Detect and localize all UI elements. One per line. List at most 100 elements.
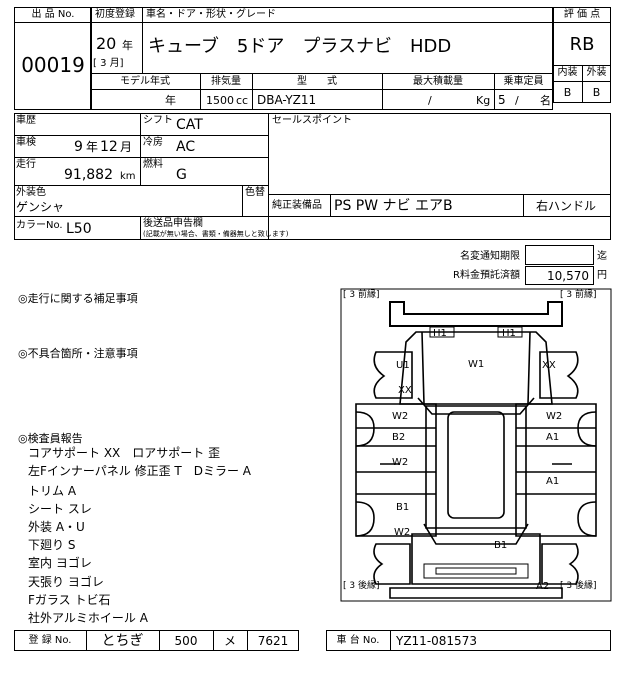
mark-b2: B2 <box>392 432 406 443</box>
recycle-label: R料金預託済額 <box>453 270 520 281</box>
corner-rear-right: [ 3 後縁] <box>560 581 597 591</box>
report-line: 天張り ヨゴレ <box>28 575 104 589</box>
report-line: Fガラス トビ石 <box>28 593 111 607</box>
lot-box <box>14 7 92 110</box>
shift-value: CAT <box>176 117 203 133</box>
lot-number: 00019 <box>21 53 85 77</box>
steering-value: 右ハンドル <box>536 199 597 213</box>
inspector-title: ◎検査員報告 <box>18 432 83 445</box>
inspection-month-unit: 月 <box>120 140 133 154</box>
mark-w2-left-bottom: W2 <box>394 527 411 538</box>
overall-score: RB <box>569 34 595 55</box>
exterior-grade: B <box>592 86 601 99</box>
car-outline-drawing <box>340 288 612 602</box>
registration-region: とちぎ <box>101 633 144 649</box>
name-change-label: 名変通知期限 <box>460 251 520 262</box>
mark-a1-right-top: A1 <box>546 432 560 443</box>
ext-color-value: ゲンシャ <box>16 200 65 214</box>
first-reg-year: 20 <box>96 34 117 53</box>
corner-front-right: [ 3 前縁] <box>560 290 597 300</box>
corner-front-left: [ 3 前縁] <box>343 290 380 300</box>
mark-xx-right: XX <box>542 360 556 371</box>
mark-h1-left: H1 <box>433 328 447 339</box>
color-no-value: L50 <box>66 221 92 237</box>
inspection-month: 12 <box>100 139 118 155</box>
mileage-value: 91,882 <box>64 167 113 183</box>
displacement-unit: cc <box>236 94 249 107</box>
report-line: 社外アルミホイール A <box>28 611 148 625</box>
mark-xx-left: XX <box>398 385 412 396</box>
registration-box <box>14 630 299 651</box>
equipment-value: PS PW ナビ エアB <box>334 198 453 214</box>
mark-a2: A2 <box>536 581 550 592</box>
car-name-label: 車名・ドア・形状・グレード <box>146 9 276 20</box>
capacity-unit: 名 <box>540 94 551 107</box>
inspection-year: 9 <box>74 139 83 155</box>
report-line: シート スレ <box>28 502 92 516</box>
mark-w2-left-top: W2 <box>392 411 409 422</box>
load-slash: / <box>428 94 432 107</box>
color-no-label: カラーNo. <box>16 220 63 231</box>
equipment-label: 純正装備品 <box>272 200 322 211</box>
name-change-unit: 迄 <box>597 251 607 262</box>
name-box <box>90 7 553 110</box>
shift-label: シフト <box>143 115 173 126</box>
chassis-number: YZ11-081573 <box>396 634 477 648</box>
first-reg-month: [ 3 月] <box>93 58 124 69</box>
load-unit: Kg <box>476 94 491 107</box>
fuel-value: G <box>176 167 187 183</box>
mark-b1-left: B1 <box>396 502 410 513</box>
report-line: トリム A <box>28 484 77 498</box>
model-code: DBA-YZ11 <box>257 93 317 107</box>
capacity-value: 5 <box>498 93 506 107</box>
recycle-unit: 円 <box>597 270 607 281</box>
chassis-box <box>326 630 611 651</box>
report-line: 下廻り S <box>28 538 76 552</box>
displacement-value: 1500 <box>206 94 234 107</box>
mileage-unit: km <box>120 171 136 182</box>
mark-w1: W1 <box>468 359 485 370</box>
report-line: 室内 ヨゴレ <box>28 556 92 570</box>
driving-notes-title: ◎走行に関する補足事項 <box>18 292 138 305</box>
docs-note: (記載が無い場合、書類・備器無しと致します) <box>143 230 289 238</box>
color-change-label: 色替 <box>245 187 265 198</box>
report-line: コアサポート XX ロアサポート 歪 <box>28 446 221 460</box>
inspection-label: 車検 <box>16 137 36 148</box>
displacement-label: 排気量 <box>211 76 241 87</box>
mileage-label: 走行 <box>16 159 36 170</box>
ac-label: 冷房 <box>143 137 163 148</box>
mark-u1: U1 <box>396 360 410 371</box>
model-code-label: 型 式 <box>297 76 337 87</box>
fuel-label: 燃料 <box>143 159 163 170</box>
report-line: 外装 A・U <box>28 520 85 534</box>
ext-color-label: 外装色 <box>16 187 46 198</box>
history-label: 車歴 <box>16 115 36 126</box>
recycle-value: 10,570 <box>547 269 589 283</box>
recycle-box: 10,570 <box>525 266 594 285</box>
mark-h1-right: H1 <box>502 328 516 339</box>
mark-w2-right-top: W2 <box>546 411 563 422</box>
corner-rear-left: [ 3 後縁] <box>343 581 380 591</box>
interior-grade: B <box>563 86 572 99</box>
interior-label: 内装 <box>557 67 578 78</box>
mark-a1-right-bottom: A1 <box>546 476 560 487</box>
report-line: 左Fインナーパネル 修正歪 T Dミラー A <box>28 464 252 478</box>
registration-number: 7621 <box>257 634 289 648</box>
score-label: 評 価 点 <box>563 9 601 20</box>
max-load-label: 最大積載量 <box>413 76 463 87</box>
defects-title: ◎不具合箇所・注意事項 <box>18 347 138 360</box>
details-box <box>14 113 611 240</box>
damage-diagram: [ 3 前縁] [ 3 前縁] [ 3 後縁] [ 3 後縁] H1 H1 U1… <box>340 288 612 602</box>
exterior-label: 外装 <box>586 67 607 78</box>
chassis-label: 車 台 No. <box>336 635 380 646</box>
capacity-slash: / <box>515 94 519 107</box>
mark-w2-left-mid: W2 <box>392 457 409 468</box>
model-year-label: モデル年式 <box>120 76 170 87</box>
sales-point-label: セールスポイント <box>272 115 352 126</box>
registration-kana: メ <box>223 634 236 648</box>
docs-label: 後送品申告欄 <box>143 218 203 229</box>
capacity-label: 乗車定員 <box>503 76 544 87</box>
lot-no-label: 出 品 No. <box>31 9 75 20</box>
model-year-unit: 年 <box>165 94 176 107</box>
